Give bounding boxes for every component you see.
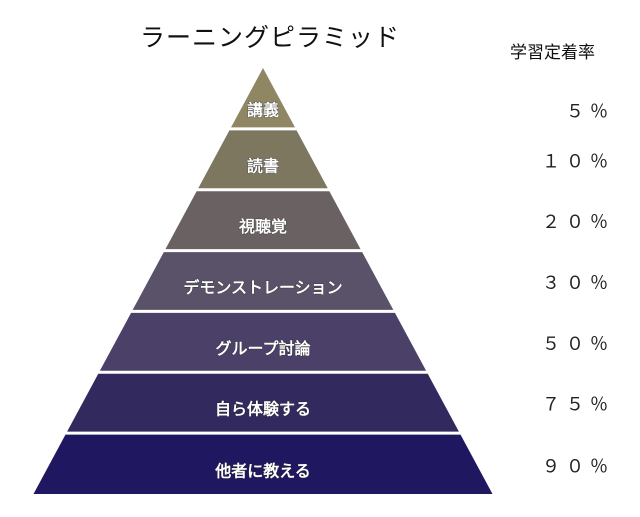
layer-label: 他者に教える: [214, 461, 311, 480]
pyramid-layer: [33, 434, 493, 494]
layer-label: グループ討論: [215, 339, 311, 358]
retention-rate: ５０％: [542, 334, 614, 355]
pyramid-layer: [231, 68, 295, 128]
layer-label: 読書: [247, 156, 279, 175]
pyramid-layer: [99, 312, 427, 371]
layer-label: 講義: [247, 100, 279, 119]
retention-rate: ３０％: [542, 273, 614, 294]
layer-label: デモンストレーション: [183, 278, 342, 297]
retention-rate: ５％: [566, 101, 614, 122]
diagram-title: ラーニングピラミッド: [140, 23, 401, 52]
pyramid-layer: [198, 130, 328, 189]
pyramid-layer: [132, 252, 394, 310]
retention-rate: ２０％: [542, 212, 614, 233]
pyramid-layer: [67, 373, 459, 432]
retention-rate: １０％: [542, 151, 614, 172]
retention-rate: ７５％: [542, 395, 614, 416]
pyramid-layer: [165, 191, 361, 250]
retention-rate-header: 学習定着率: [510, 43, 595, 63]
layer-label: 視聴覚: [238, 217, 287, 236]
retention-rate: ９０％: [542, 456, 614, 477]
layer-label: 自ら体験する: [215, 400, 311, 419]
